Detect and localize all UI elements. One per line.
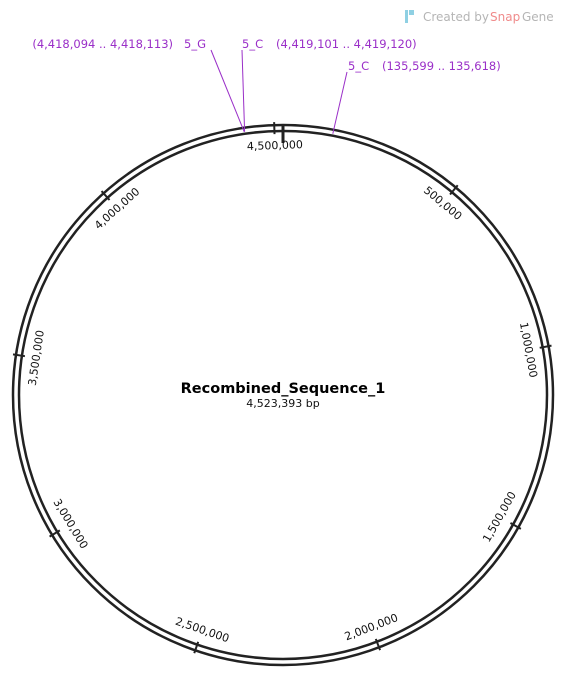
- tick-mark: [539, 344, 552, 349]
- tick-label: 4,500,000: [247, 138, 303, 153]
- tick-mark: [449, 184, 459, 196]
- feature-name[interactable]: 5_C: [242, 37, 263, 51]
- tick-mark: [12, 353, 26, 358]
- tick-label: 4,000,000: [92, 185, 142, 232]
- sequence-name: Recombined_Sequence_1: [181, 381, 386, 397]
- feature-leader-line: [241, 49, 246, 132]
- feature-range: (135,599 .. 135,618): [382, 59, 501, 73]
- tick-mark: [100, 190, 111, 201]
- feature-name[interactable]: 5_C: [348, 59, 369, 73]
- feature-range: (4,419,101 .. 4,419,120): [276, 37, 417, 51]
- snapgene-watermark: Created by Snap Gene: [405, 10, 554, 24]
- tick-mark: [49, 529, 61, 538]
- tick-label: 2,000,000: [343, 611, 400, 643]
- backbone: [11, 123, 555, 667]
- watermark-brand-snap: Snap: [490, 10, 520, 24]
- tick-label: 2,500,000: [174, 615, 231, 645]
- tick-label: 1,000,000: [517, 321, 540, 378]
- tick-mark: [374, 638, 382, 651]
- feature-group: 5_G (4,418,094 .. 4,418,113) 5_C (4,419,101…: [32, 37, 501, 134]
- tick-mark: [193, 641, 200, 654]
- feature-range: (4,418,094 .. 4,418,113): [32, 37, 173, 51]
- backbone-outer-strand: [11, 123, 555, 667]
- tick-mark: [509, 522, 522, 530]
- feature-name[interactable]: 5_G: [184, 37, 206, 51]
- feature-leader-line: [210, 49, 245, 133]
- watermark-created-by: Created by: [423, 10, 489, 24]
- feature-leader-line: [332, 71, 348, 134]
- sequence-length: 4,523,393 bp: [246, 397, 319, 410]
- watermark-brand-gene: Gene: [522, 10, 554, 24]
- snapgene-logo-icon: [405, 10, 414, 23]
- tick-label: 3,500,000: [26, 329, 47, 386]
